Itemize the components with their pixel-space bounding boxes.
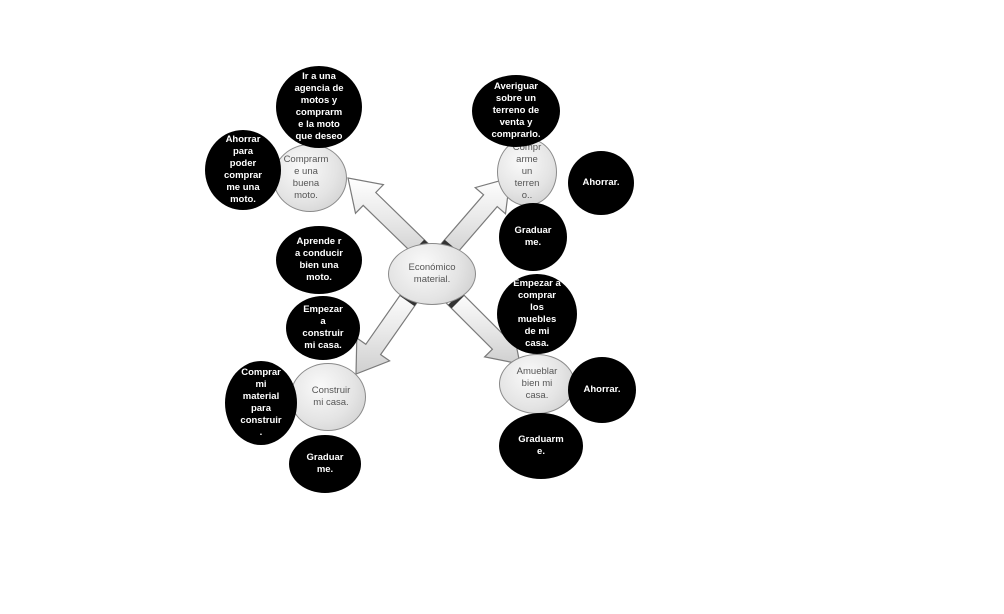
satellite-bottom-left-2: Comprar mi material para construir . (225, 361, 297, 445)
center-node-label: Económico material. (408, 262, 456, 285)
satellite-bottom-right-1: Empezar a comprar los muebles de mi casa… (497, 274, 577, 354)
branch-node-bottom-right: Amueblar bien mi casa. (499, 354, 575, 414)
satellite-bottom-right-1-label: Empezar a comprar los muebles de mi casa… (513, 278, 561, 349)
branch-node-bottom-right-label: Amueblar bien mi casa. (516, 366, 558, 401)
satellite-bottom-right-3-label: Graduarm e. (518, 434, 564, 457)
satellite-top-left-3: Aprende r a conducir bien una moto. (276, 226, 362, 294)
satellite-top-right-3: Graduar me. (499, 203, 567, 271)
branch-node-bottom-left-label: Construir mi casa. (311, 385, 351, 408)
arrow-to-bottom-left (355, 287, 421, 375)
satellite-bottom-left-1-label: Empezar a construir mi casa. (302, 304, 344, 351)
satellite-bottom-left-3-label: Graduar me. (306, 452, 344, 475)
satellite-bottom-right-2: Ahorrar. (568, 357, 636, 423)
satellite-top-right-1: Averiguar sobre un terreno de venta y co… (472, 75, 560, 147)
branch-node-top-right-label: Compr arme un terren o.. (512, 142, 542, 201)
satellite-top-right-2-label: Ahorrar. (582, 177, 620, 188)
branch-node-bottom-left: Construir mi casa. (290, 363, 366, 431)
branch-node-top-left-label: Comprarm e una buena moto. (283, 154, 329, 201)
satellite-top-left-2: Ahorrar para poder comprar me una moto. (205, 130, 281, 210)
branch-node-top-left: Comprarm e una buena moto. (273, 144, 347, 212)
satellite-bottom-left-3: Graduar me. (289, 435, 361, 493)
satellite-bottom-right-3: Graduarm e. (499, 413, 583, 479)
satellite-bottom-right-2-label: Ahorrar. (583, 384, 621, 395)
arrow-to-top-right (438, 177, 511, 259)
branch-node-top-right: Compr arme un terren o.. (497, 138, 557, 206)
satellite-bottom-left-2-label: Comprar mi material para construir . (240, 367, 282, 438)
satellite-top-left-1-label: Ir a una agencia de motos y comprarm e l… (294, 71, 344, 142)
satellite-top-left-2-label: Ahorrar para poder comprar me una moto. (223, 134, 262, 205)
center-node: Económico material. (388, 243, 476, 305)
satellite-bottom-left-1: Empezar a construir mi casa. (286, 296, 360, 360)
satellite-top-right-1-label: Averiguar sobre un terreno de venta y co… (491, 81, 541, 140)
satellite-top-left-1: Ir a una agencia de motos y comprarm e l… (276, 66, 362, 148)
satellite-top-right-2: Ahorrar. (568, 151, 634, 215)
satellite-top-right-3-label: Graduar me. (514, 225, 552, 248)
satellite-top-left-3-label: Aprende r a conducir bien una moto. (294, 236, 344, 283)
